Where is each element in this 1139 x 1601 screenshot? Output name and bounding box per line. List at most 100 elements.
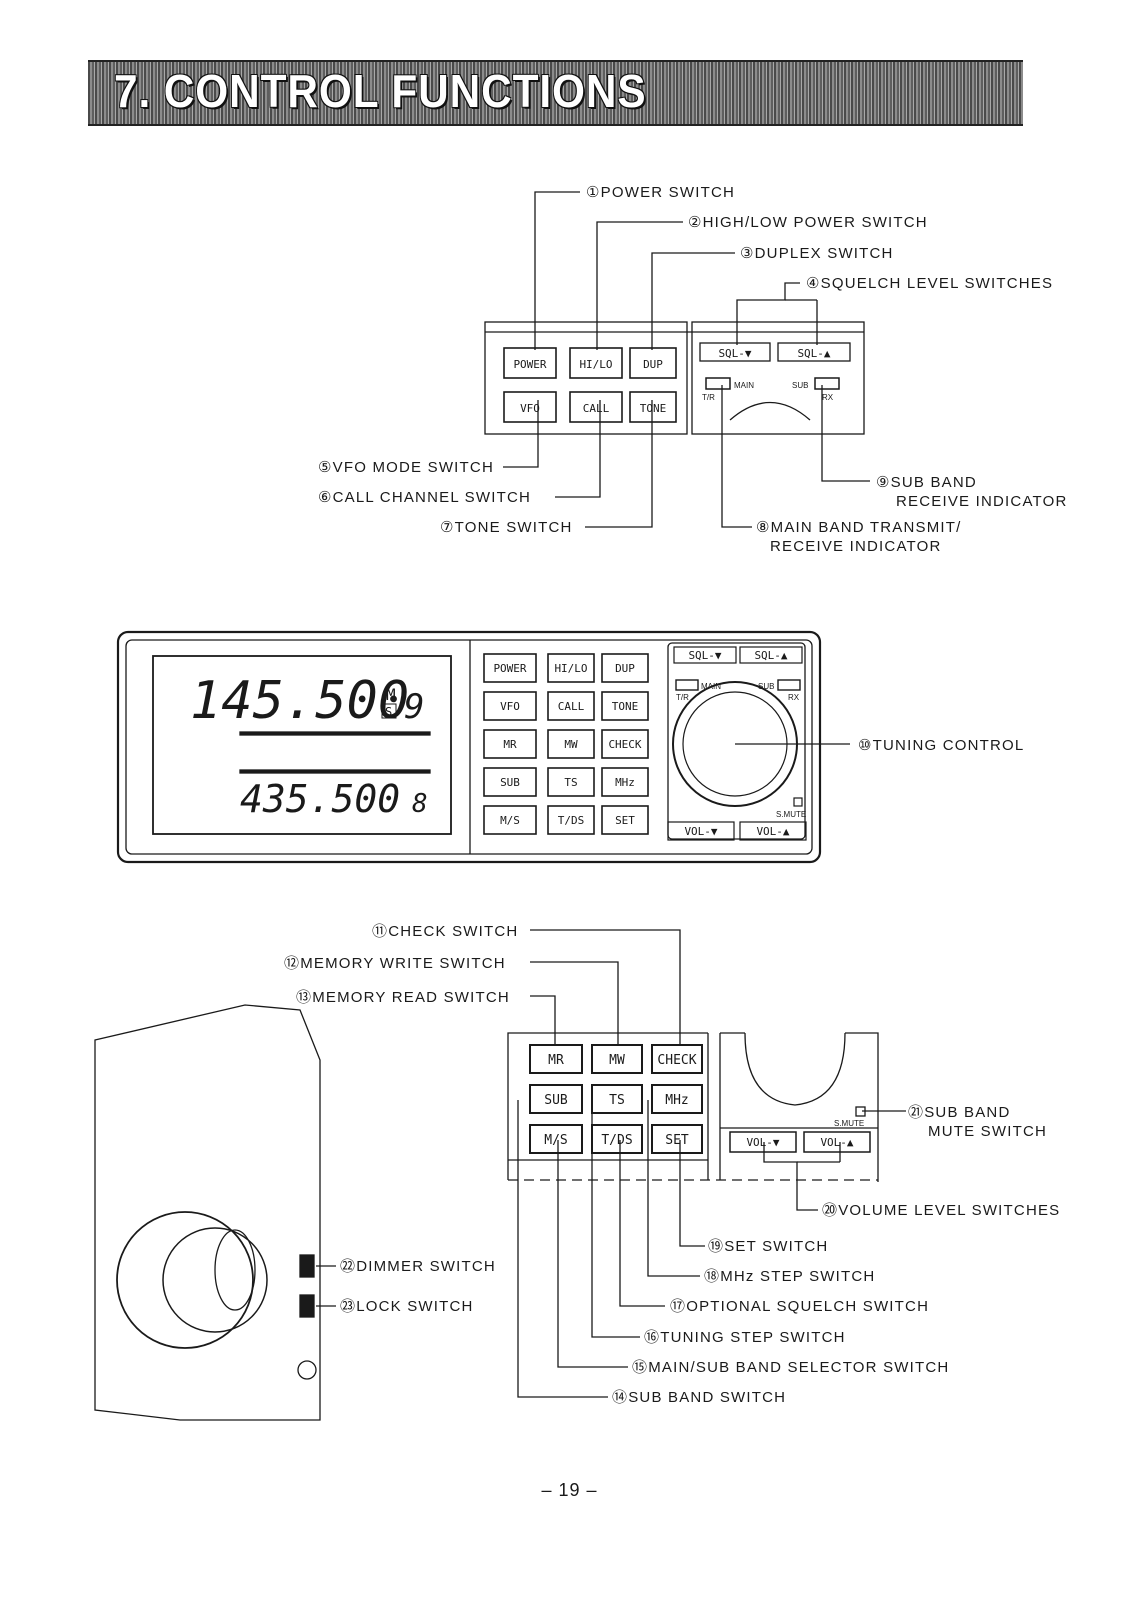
kp-set-key <box>651 1124 703 1154</box>
kp-mr-label: MR <box>548 1053 564 1068</box>
fp-call-key <box>547 691 595 721</box>
label-power-switch: ①POWER SWITCH <box>586 184 735 201</box>
label-vfo-mode-switch: ⑤VFO MODE SWITCH <box>318 459 494 476</box>
fp-sql-down-key <box>673 646 737 664</box>
main-channel: 9 <box>404 687 424 727</box>
fp-mhz-key <box>601 767 649 797</box>
kp-sub-key <box>529 1084 583 1114</box>
kp-tds-label: T/DS <box>601 1133 632 1148</box>
kp-vol-up-key <box>803 1131 871 1153</box>
fp-ms-key <box>483 805 537 835</box>
label-high-low-power-switch: ②HIGH/LOW POWER SWITCH <box>688 214 928 231</box>
power-key-label: POWER <box>513 358 546 371</box>
label-tuning-step-switch: ⑯TUNING STEP SWITCH <box>644 1329 846 1346</box>
kp-sub-label: SUB <box>544 1093 568 1108</box>
fp-vol-up-label: VOL-▲ <box>756 825 789 838</box>
fp-dup-key <box>601 653 649 683</box>
sql-down-key-label: SQL-▼ <box>718 347 751 360</box>
label-check-switch: ⑪CHECK SWITCH <box>372 923 518 940</box>
main-frequency: 145.500 <box>190 671 409 731</box>
label-main-band-indicator-1: ⑧MAIN BAND TRANSMIT/ <box>756 519 962 536</box>
kp-vol-down-label: VOL-▼ <box>746 1136 779 1149</box>
radio-side-sketch <box>94 1004 336 1421</box>
label-tone-switch: ⑦TONE SWITCH <box>440 519 573 536</box>
kp-mhz-key <box>651 1084 703 1114</box>
label-main-band-indicator-2: RECEIVE INDICATOR <box>770 538 942 555</box>
label-sub-band-indicator-1: ⑨SUB BAND <box>876 474 977 491</box>
label-duplex-switch: ③DUPLEX SWITCH <box>740 245 894 262</box>
keypad-keys: MR MW CHECK SUB TS MHz M/S T/DS SET S.MU… <box>529 1044 871 1154</box>
label-sub-band-indicator-2: RECEIVE INDICATOR <box>896 493 1068 510</box>
kp-ms-key <box>529 1124 583 1154</box>
section-title: 7. CONTROL FUNCTIONS <box>114 65 647 117</box>
sql-down-key <box>699 342 771 362</box>
fp-sql-down-label: SQL-▼ <box>688 649 721 662</box>
fp-ts-key <box>547 767 595 797</box>
kp-mr-key <box>529 1044 583 1074</box>
power-key <box>503 347 557 379</box>
tone-key-label: TONE <box>640 402 667 415</box>
call-key <box>569 391 623 423</box>
kp-vol-up-label: VOL-▲ <box>820 1136 853 1149</box>
fp-smute-button <box>793 797 803 807</box>
tone-key <box>629 391 677 423</box>
fp-tds-key <box>547 805 595 835</box>
hilo-key <box>569 347 623 379</box>
kp-check-key <box>651 1044 703 1074</box>
front-panel-display: 145.500 M S 9 435.500 8 <box>190 671 428 821</box>
fp-vfo-label: VFO <box>500 700 520 713</box>
callout-labels: ①POWER SWITCH ②HIGH/LOW POWER SWITCH ③DU… <box>284 184 1068 1406</box>
label-tuning-control: ⑩TUNING CONTROL <box>858 737 1024 754</box>
main-s-indicator: S <box>385 705 392 719</box>
leaders-keypad <box>517 929 906 1398</box>
kp-check-label: CHECK <box>657 1053 696 1068</box>
dup-key-label: DUP <box>643 358 663 371</box>
main-memory-indicator: M <box>386 685 396 704</box>
label-squelch-level-switches: ④SQUELCH LEVEL SWITCHES <box>806 275 1053 292</box>
kp-mw-key <box>591 1044 643 1074</box>
rx-label: RX <box>822 393 834 402</box>
tr-label: T/R <box>702 393 715 402</box>
main-s-box <box>381 703 397 719</box>
fp-vol-up-key <box>739 821 807 841</box>
leaders-top <box>503 191 870 528</box>
panel-closeup-top <box>484 321 865 435</box>
label-sub-band-mute-2: MUTE SWITCH <box>928 1123 1047 1140</box>
kp-mhz-label: MHz <box>665 1093 688 1108</box>
label-lock-switch: ㉓LOCK SWITCH <box>340 1298 474 1315</box>
fp-dup-label: DUP <box>615 662 635 675</box>
fp-power-label: POWER <box>493 662 526 675</box>
fp-call-label: CALL <box>558 700 585 713</box>
fp-power-key <box>483 653 537 683</box>
sub-frequency: 435.500 <box>240 777 400 821</box>
fp-mr-label: MR <box>503 738 517 751</box>
label-memory-write-switch: ⑫MEMORY WRITE SWITCH <box>284 955 506 972</box>
kp-set-label: SET <box>665 1133 689 1148</box>
label-mhz-step-switch: ⑱MHz STEP SWITCH <box>704 1268 875 1285</box>
fp-sql-up-key <box>739 646 803 664</box>
fp-set-label: SET <box>615 814 635 827</box>
fp-vol-down-key <box>667 821 735 841</box>
sub-indicator-label: SUB <box>792 381 808 390</box>
fp-ts-label: TS <box>564 776 577 789</box>
kp-tds-key <box>591 1124 643 1154</box>
top-keys: POWER HI/LO DUP VFO CALL TONE SQL-▼ SQL-… <box>503 342 851 423</box>
fp-tone-key <box>601 691 649 721</box>
fp-sub-key <box>483 767 537 797</box>
label-volume-level-switches: ⑳VOLUME LEVEL SWITCHES <box>822 1202 1060 1219</box>
fp-ms-label: M/S <box>500 814 520 827</box>
vfo-key-label: VFO <box>520 402 540 415</box>
fp-check-key <box>601 729 649 759</box>
fp-tr-label: T/R <box>676 693 689 702</box>
vfo-key <box>503 391 557 423</box>
fp-tone-label: TONE <box>612 700 639 713</box>
main-indicator <box>705 377 731 390</box>
fp-main-label: MAIN <box>701 682 721 691</box>
fp-vol-down-label: VOL-▼ <box>684 825 717 838</box>
keypad-closeup <box>507 1032 879 1182</box>
main-indicator-label: MAIN <box>734 381 754 390</box>
fp-mr-key <box>483 729 537 759</box>
kp-ts-label: TS <box>609 1093 625 1108</box>
fp-main-indicator <box>675 679 699 691</box>
